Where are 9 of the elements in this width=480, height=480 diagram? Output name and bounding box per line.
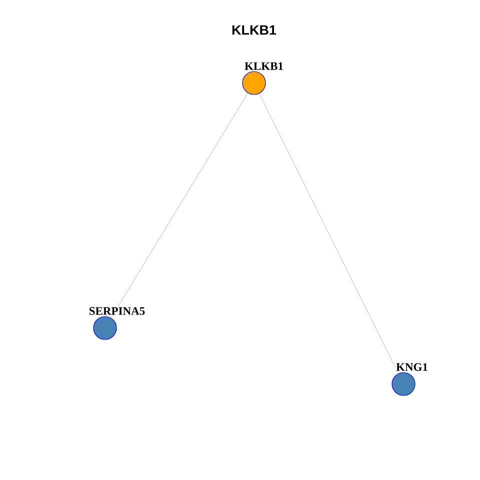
connector-line [110, 92, 248, 318]
node-circle [392, 372, 416, 396]
node-circle [93, 316, 117, 340]
node-label: KLKB1 [244, 62, 284, 70]
node-label: KNG1 [395, 362, 429, 372]
node-circle [242, 71, 266, 95]
connector-line [259, 93, 398, 374]
node-label: SERPINA5 [88, 306, 146, 316]
chart-title: KLKB1 [232, 25, 276, 35]
